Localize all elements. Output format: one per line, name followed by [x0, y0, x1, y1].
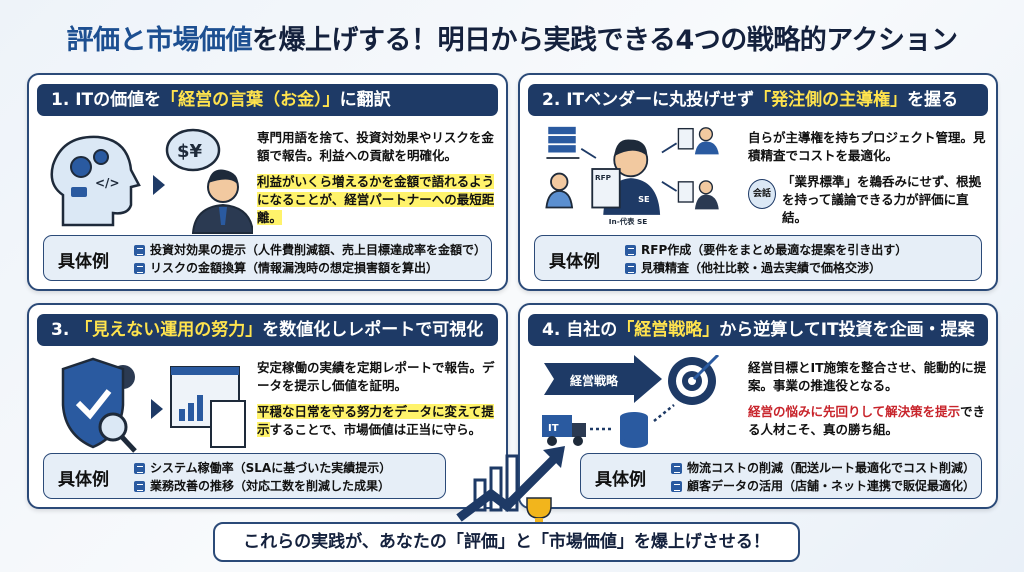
list-icon	[625, 244, 636, 256]
list-icon	[134, 480, 145, 492]
panel-strategy-proposal: 4. 自社の「経営戦略」から逆算してIT投資を企画・提案 経営戦略 IT 経営目…	[518, 303, 998, 509]
example-item: 業務改善の推移（対応工数を削減した成果）	[134, 477, 391, 495]
panel-translate-to-money: 1. ITの価値を「経営の言葉（お金）」に翻訳 </> $¥ 専門用語を捨て、投…	[27, 73, 508, 291]
conversation-bubble-icon: 会話	[748, 179, 777, 209]
example-item: 見積精査（他社比較・過去実績で価格交渉）	[625, 259, 907, 277]
example-item: RFP作成（要件をまとめ最適な提案を引き出す）	[625, 241, 907, 259]
examples-box: 具体例 RFP作成（要件をまとめ最適な提案を引き出す） 見積精査（他社比較・過去…	[534, 235, 982, 281]
panel-heading: 4. 自社の「経営戦略」から逆算してIT投資を企画・提案	[528, 314, 988, 346]
growth-arrow-trophy-icon	[456, 446, 565, 529]
svg-text:SE: SE	[638, 194, 650, 204]
svg-text:In-代表 SE: In-代表 SE	[609, 217, 647, 226]
strategy-target-icon: 経営戦略 IT	[542, 355, 720, 448]
examples-box: 具体例 システム稼働率（SLAに基づいた実績提示） 業務改善の推移（対応工数を削…	[43, 453, 446, 499]
panel-description: 自らが主導権を持ちプロジェクト管理。見積精査でコストを最適化。 会話 「業界標準…	[748, 130, 986, 225]
panel-description: 安定稼働の実績を定期レポートで報告。データを提示し価値を証明。 平穏な日常を守る…	[257, 360, 495, 437]
list-icon	[134, 462, 145, 474]
list-icon	[134, 262, 145, 274]
panel-heading: 1. ITの価値を「経営の言葉（お金）」に翻訳	[37, 84, 498, 116]
panel-description: 専門用語を捨て、投資対効果やリスクを金額で報告。利益への貢献を明確化。 利益がい…	[257, 130, 495, 225]
example-item: 投資対効果の提示（人件費削減額、売上目標達成率を金額で）	[134, 241, 486, 259]
shield-report-icon	[61, 357, 246, 453]
panel-heading: 2. ITベンダーに丸投げせず「発注側の主導権」を握る	[528, 84, 988, 116]
list-icon	[625, 262, 636, 274]
example-item: リスクの金額換算（情報漏洩時の想定損害額を算出）	[134, 259, 486, 277]
svg-text:RFP: RFP	[595, 173, 612, 182]
page-title: 評価と市場価値を爆上げする！明日から実践できる4つの戦略的アクション	[66, 25, 958, 56]
svg-text:$¥: $¥	[177, 141, 203, 162]
svg-text:IT: IT	[548, 423, 559, 434]
list-icon	[671, 480, 682, 492]
head-gears-to-businessman-icon: </> $¥	[50, 128, 253, 234]
list-icon	[134, 244, 145, 256]
examples-box: 具体例 投資対効果の提示（人件費削減額、売上目標達成率を金額で） リスクの金額換…	[43, 235, 492, 281]
example-item: 物流コストの削減（配送ルート最適化でコスト削減）	[671, 459, 975, 477]
in-house-se-diagram-icon: SE RFP In-代表 SE	[545, 126, 719, 226]
list-icon	[671, 462, 682, 474]
example-item: 顧客データの活用（店舗・ネット連携で販促最適化）	[671, 477, 975, 495]
panel-ownership: 2. ITベンダーに丸投げせず「発注側の主導権」を握る SE RFP In-代表…	[518, 73, 998, 291]
panel-heading: 3. 「見えない運用の努力」を数値化しレポートで可視化	[37, 314, 498, 346]
svg-text:経営戦略: 経営戦略	[570, 373, 619, 388]
example-item: システム稼働率（SLAに基づいた実績提示）	[134, 459, 391, 477]
panel-description: 経営目標とIT施策を整合させ、能動的に提案。事業の推進役となる。 経営の悩みに先…	[748, 360, 987, 437]
svg-text:</>: </>	[95, 176, 120, 190]
examples-box: 具体例 物流コストの削減（配送ルート最適化でコスト削減） 顧客データの活用（店舗…	[580, 453, 982, 499]
panel-visualize-effort: 3. 「見えない運用の努力」を数値化しレポートで可視化 安定稼働の実績を定期レポ…	[27, 303, 508, 509]
conclusion-banner: これらの実践が、あなたの「評価」と「市場価値」を爆上げさせる！	[213, 522, 800, 562]
